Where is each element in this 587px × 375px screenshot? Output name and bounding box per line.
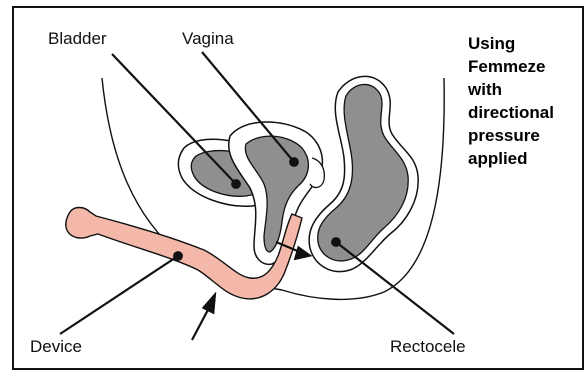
bladder-leader <box>112 54 236 184</box>
diagram-frame: Bladder Vagina Device Rectocele Using Fe… <box>12 6 584 370</box>
caption-line: pressure <box>468 124 554 147</box>
rectocele-label: Rectocele <box>390 338 466 355</box>
caption-line: Using <box>468 32 554 55</box>
rectocele-leader <box>336 242 454 334</box>
vagina-leader-dot <box>290 158 298 166</box>
caption-line: with <box>468 78 554 101</box>
caption-text: Using Femmeze with directional pressure … <box>468 32 554 170</box>
pressure-arrow-up <box>192 292 216 340</box>
caption-line: applied <box>468 147 554 170</box>
caption-line: Femmeze <box>468 55 554 78</box>
device-leader-dot <box>174 252 182 260</box>
rectocele-organ <box>318 84 409 260</box>
rectocele-leader-dot <box>332 238 340 246</box>
device-label: Device <box>30 338 82 355</box>
bladder-label: Bladder <box>48 30 107 47</box>
vagina-label: Vagina <box>182 30 234 47</box>
device-leader <box>60 256 178 334</box>
bladder-leader-dot <box>232 180 240 188</box>
caption-line: directional <box>468 101 554 124</box>
